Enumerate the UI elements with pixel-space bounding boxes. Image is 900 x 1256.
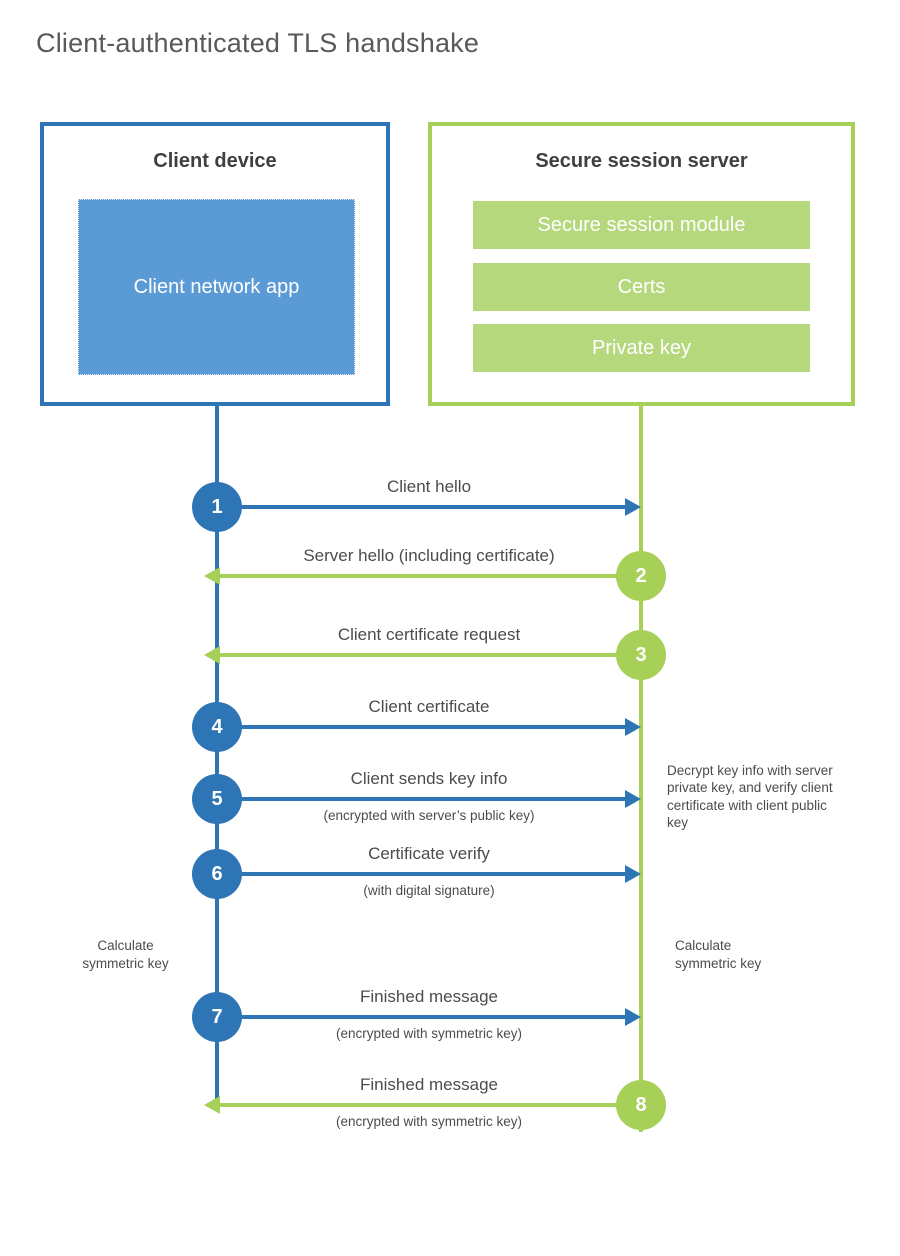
server-module-secure-session: Secure session module [473,201,810,249]
arrow-left-icon [204,646,220,664]
arrow-shaft [220,1103,641,1107]
arrow-left-icon [204,1096,220,1114]
step-label: Client certificate [368,697,490,716]
secure-session-server-box: Secure session server Secure session mod… [428,122,855,406]
step-number-badge: 1 [192,482,242,532]
arrow-shaft [217,1015,625,1019]
arrow-shaft [220,574,641,578]
server-calculate-symmetric-key-note: Calculate symmetric key [675,938,762,971]
server-lifeline [639,406,643,1132]
arrow-right-icon [625,498,641,516]
client-calculate-symmetric-key-note: Calculate symmetric key [82,938,169,971]
step-sublabel: (encrypted with server’s public key) [323,808,535,823]
arrow-shaft [217,505,625,509]
step-number-badge: 2 [616,551,666,601]
server-module-private-key: Private key [473,324,810,372]
arrow-right-icon [625,790,641,808]
step-number-badge: 8 [616,1080,666,1130]
step-sublabel: (encrypted with symmetric key) [335,1026,523,1041]
arrow-shaft [220,653,641,657]
arrow-right-icon [625,1008,641,1026]
arrow-right-icon [625,865,641,883]
arrow-shaft [217,872,625,876]
secure-session-server-title: Secure session server [535,150,748,172]
client-network-app-module: Client network app [78,199,355,375]
client-lifeline [215,406,219,1105]
step-number-badge: 4 [192,702,242,752]
step-label: Server hello (including certificate) [303,546,555,565]
arrow-right-icon [625,718,641,736]
step-number-badge: 3 [616,630,666,680]
step-label: Certificate verify [368,844,490,863]
step-number-badge: 6 [192,849,242,899]
server-module-certs: Certs [473,263,810,311]
arrow-left-icon [204,567,220,585]
arrow-shaft [217,797,625,801]
step-number-badge: 7 [192,992,242,1042]
page-title: Client-authenticated TLS handshake [36,28,480,58]
step-label: Finished message [360,987,498,1006]
step-label: Client sends key info [350,769,508,788]
arrow-shaft [217,725,625,729]
step-sublabel: (encrypted with symmetric key) [335,1114,523,1129]
client-device-title: Client device [153,150,277,172]
step-sublabel: (with digital signature) [363,883,495,898]
step-label: Client hello [386,477,472,496]
client-device-box: Client device Client network app [40,122,390,406]
step-label: Client certificate request [337,625,521,644]
step-label: Finished message [360,1075,498,1094]
step-number-badge: 5 [192,774,242,824]
server-decrypt-note: Decrypt key info with server private key… [667,763,833,830]
